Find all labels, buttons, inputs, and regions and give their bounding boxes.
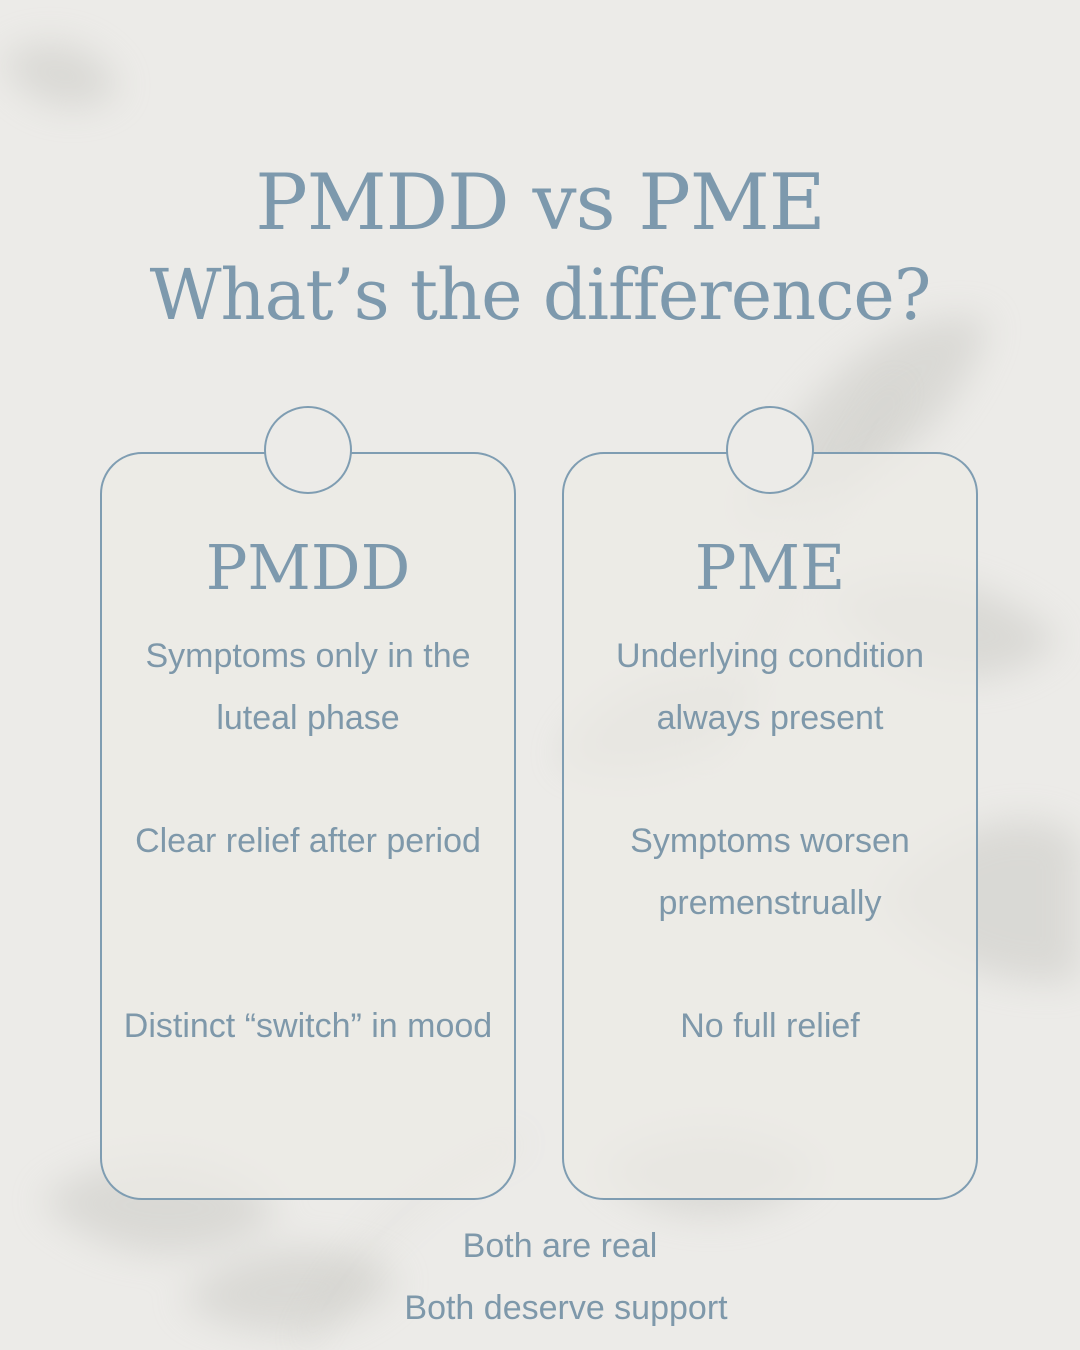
pmdd-point-1: Symptoms only in the luteal phase	[145, 637, 471, 737]
footer-line-1: Both are real	[462, 1227, 658, 1265]
pmdd-card: PMDD Symptoms only in the luteal phase C…	[100, 406, 516, 1200]
pme-card-heading: PME	[694, 531, 846, 604]
pme-point-2: Symptoms worsen premenstrually	[630, 822, 910, 922]
page-title-line-2: What’s the difference?	[149, 254, 932, 336]
pmdd-card-heading: PMDD	[205, 531, 411, 604]
card-circle-decoration	[726, 406, 814, 494]
pme-point-1: Underlying condition always present	[615, 637, 925, 737]
pmdd-point-3: Distinct “switch” in mood	[123, 1007, 493, 1045]
page-title-line-1: PMDD vs PME	[255, 158, 825, 248]
pme-card: PME Underlying condition always present …	[562, 406, 978, 1200]
footer-line-2: Both deserve support	[404, 1289, 728, 1327]
pme-point-3: No full relief	[680, 1007, 860, 1045]
pmdd-point-2: Clear relief after period	[135, 822, 481, 860]
card-circle-decoration	[264, 406, 352, 494]
